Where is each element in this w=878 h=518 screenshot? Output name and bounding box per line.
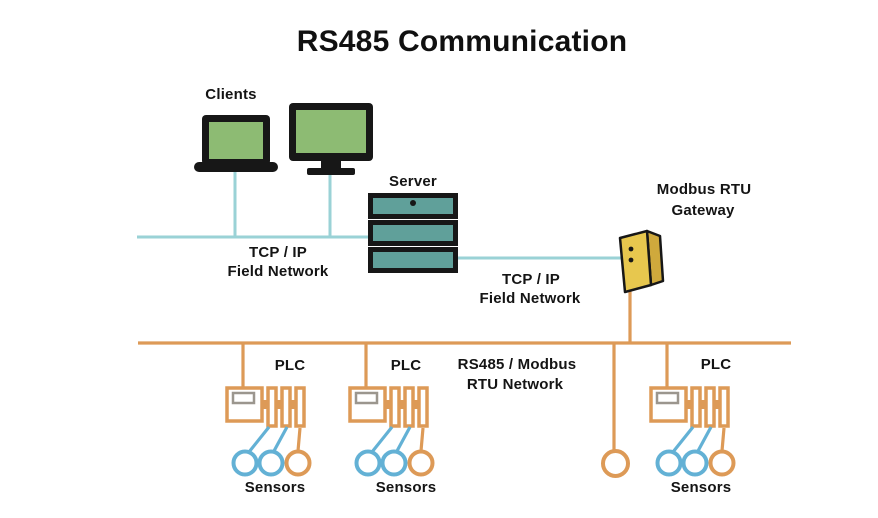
- plc2-sensor-blue-1: [354, 449, 382, 477]
- plc2-nubs: [386, 400, 420, 409]
- gateway-icon: [618, 229, 665, 294]
- gateway-led-dots: [628, 246, 634, 263]
- plc3-nubs: [687, 400, 721, 409]
- plc1-sensor-orange: [284, 449, 312, 477]
- rs485-label-line2: RTU Network: [466, 376, 564, 393]
- server-label: Server: [389, 173, 437, 190]
- monitor-icon: [289, 103, 373, 175]
- server-slab-middle: [368, 220, 458, 246]
- plc1-sensor-blue-2: [257, 449, 285, 477]
- tcpip-left-label-line1: TCP / IP: [248, 244, 308, 261]
- gateway-front-face: [618, 229, 653, 294]
- plc3-sensor-orange: [708, 449, 736, 477]
- server-slab-bottom: [368, 247, 458, 273]
- monitor-screen: [296, 110, 366, 153]
- server-led-dot: [410, 200, 416, 206]
- plc1-sensor-lines: [247, 426, 302, 453]
- plc3-sensor-blue-1: [655, 449, 683, 477]
- plc3-display: [655, 391, 680, 405]
- rs485-label-line1: RS485 / Modbus: [457, 356, 577, 373]
- plc1-display: [231, 391, 256, 405]
- lone-sensor-circle: [601, 449, 630, 478]
- plc2-sensor-blue-2: [380, 449, 408, 477]
- plc1-label: PLC: [274, 357, 306, 374]
- plc2-group: [348, 343, 435, 477]
- plc2-label: PLC: [390, 357, 422, 374]
- laptop-icon: [194, 115, 278, 172]
- plc1-sensor-blue-1: [231, 449, 259, 477]
- plc3-modules: [690, 386, 730, 428]
- plc3-sensor-blue-2: [681, 449, 709, 477]
- plc3-sensors-label: Sensors: [670, 479, 732, 496]
- rs485-network-lines: [138, 287, 791, 451]
- laptop-base: [194, 162, 278, 172]
- plc3-label: PLC: [700, 356, 732, 373]
- monitor-base: [307, 168, 355, 175]
- tcpip-right-label-line1: TCP / IP: [501, 271, 561, 288]
- tcpip-network-lines: [137, 170, 621, 260]
- plc3-group: [649, 343, 736, 477]
- plc3-sensor-lines: [671, 426, 726, 453]
- plc1-group: [225, 343, 312, 477]
- plc2-sensor-orange: [407, 449, 435, 477]
- plc1-sensors-label: Sensors: [244, 479, 306, 496]
- plc1-nubs: [263, 400, 297, 409]
- tcpip-right-label-line2: Field Network: [479, 290, 581, 307]
- plc1-modules: [266, 386, 306, 428]
- plc2-sensor-lines: [370, 426, 425, 453]
- monitor-neck: [321, 159, 341, 170]
- server-icon: [368, 193, 458, 273]
- tcpip-left-label-line2: Field Network: [227, 263, 329, 280]
- plc2-sensors-label: Sensors: [375, 479, 437, 496]
- plc2-modules: [389, 386, 429, 428]
- gateway-label-line2: Gateway: [671, 202, 735, 219]
- clients-label: Clients: [205, 86, 257, 103]
- diagram-title: RS485 Communication: [296, 25, 628, 58]
- laptop-screen: [209, 122, 263, 159]
- plc2-display: [354, 391, 379, 405]
- gateway-label-line1: Modbus RTU: [656, 181, 752, 198]
